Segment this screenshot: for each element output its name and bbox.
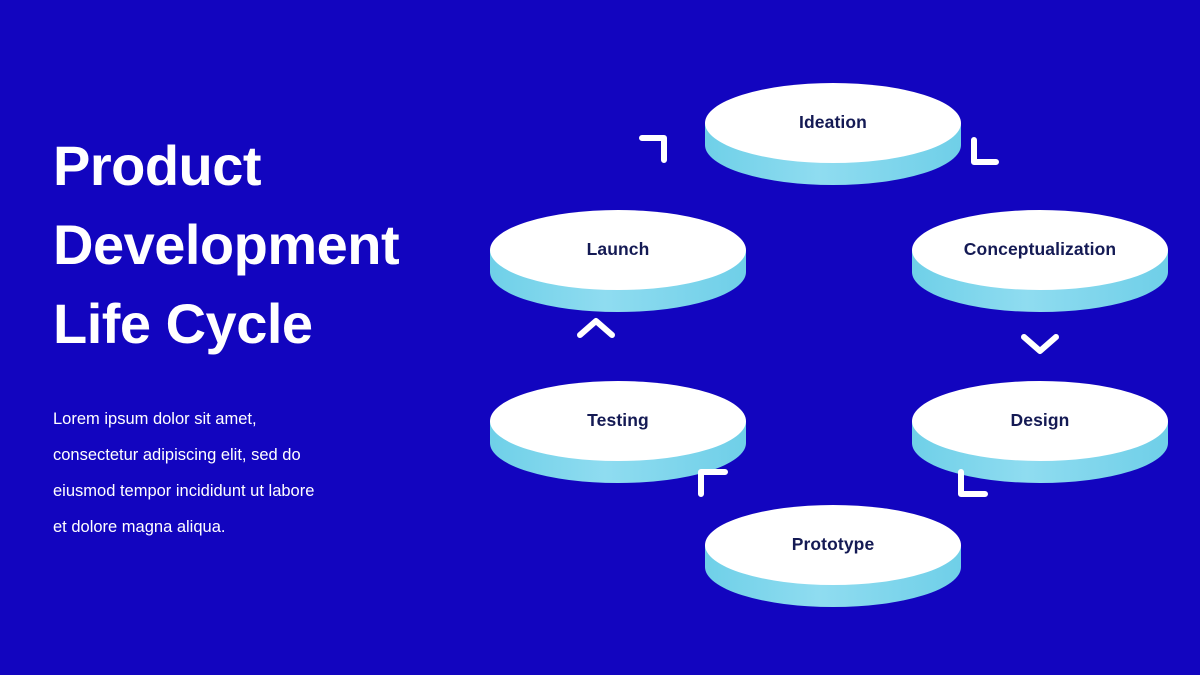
cycle-node-prototype[interactable]: Prototype (703, 482, 963, 610)
corner-bracket-down-left-icon (958, 469, 988, 497)
cycle-node-design[interactable]: Design (910, 358, 1170, 486)
body-paragraph: Lorem ipsum dolor sit amet, consectetur … (53, 410, 315, 536)
cylinder-shape-testing (490, 381, 746, 483)
connector-testing-to-launch (574, 314, 618, 342)
cylinder-shape-prototype (705, 505, 961, 607)
corner-bracket-up-left-icon (698, 469, 728, 497)
text-column: Product Development Life Cycle Lorem ips… (53, 126, 453, 545)
product-lifecycle-cycle-diagram: Ideation Conceptualization (470, 0, 1200, 675)
chevron-down-icon (1021, 334, 1059, 354)
cylinder-shape-conceptualization (912, 210, 1168, 312)
cylinder-shape-design (912, 381, 1168, 483)
connector-design-to-prototype (955, 468, 991, 502)
corner-bracket-up-right-icon (639, 135, 667, 163)
cycle-node-conceptualization[interactable]: Conceptualization (910, 187, 1170, 315)
chevron-up-icon (577, 318, 615, 338)
page-title: Product Development Life Cycle (53, 134, 400, 355)
corner-bracket-down-right-icon (971, 137, 999, 165)
cycle-node-launch[interactable]: Launch (488, 187, 748, 315)
cylinder-shape-launch (490, 210, 746, 312)
connector-launch-to-ideation (638, 132, 674, 166)
cycle-node-ideation[interactable]: Ideation (703, 60, 963, 188)
connector-ideation-to-conceptualization (964, 136, 1000, 170)
connector-prototype-to-testing (695, 466, 731, 500)
cylinder-shape-ideation (705, 83, 961, 185)
connector-conceptualization-to-design (1018, 330, 1062, 358)
